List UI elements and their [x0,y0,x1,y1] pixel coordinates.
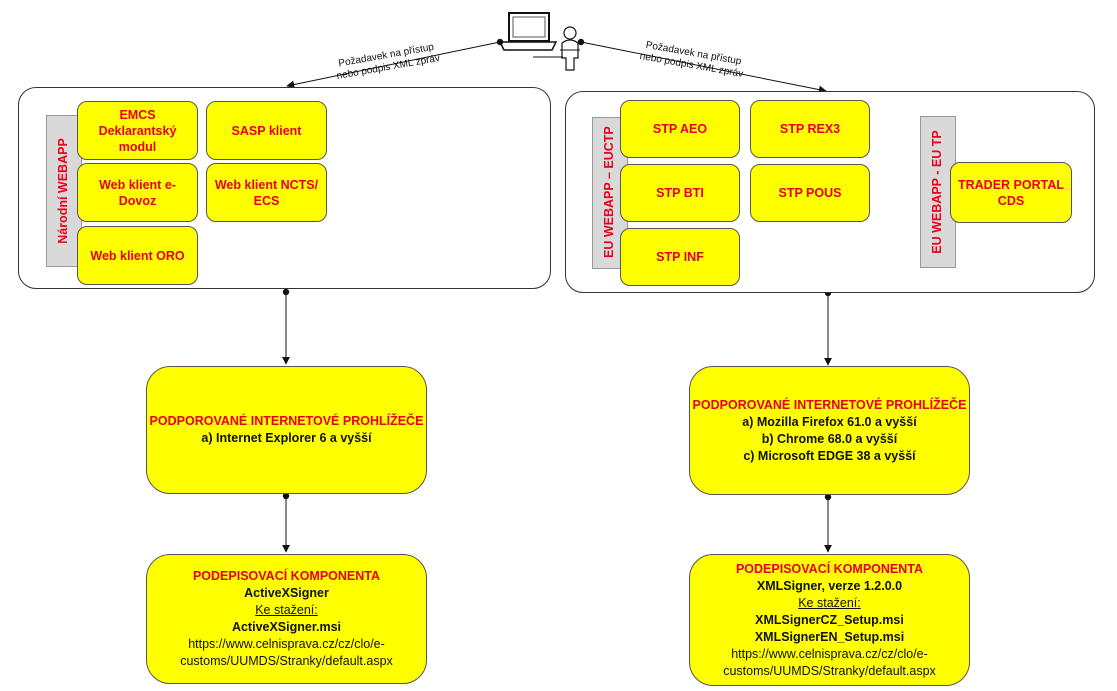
app-sasp-klient[interactable]: SASP klient [206,101,327,160]
app-stp-bti[interactable]: STP BTI [620,164,740,222]
browser-item: b) Chrome 68.0 a vyšší [761,431,898,446]
download-url-line[interactable]: customs/UUMDS/Stranky/default.aspx [180,654,393,668]
signer-name-left: ActiveXSigner [244,586,329,600]
download-label-left: Ke stažení: [255,603,318,617]
browsers-title-left: PODPOROVANÉ INTERNETOVÉ PROHLÍŽEČE [149,414,424,428]
request-arrow-left [286,41,501,89]
app-web-klient-oro[interactable]: Web klient ORO [77,226,198,285]
app-stp-inf[interactable]: STP INF [620,228,740,286]
browsers-title-right: PODPOROVANÉ INTERNETOVÉ PROHLÍŽEČE [692,397,967,412]
eutp-label: EU WEBAPP - EU TP [930,130,944,254]
browser-item: a) Internet Explorer 6 a vyšší [201,431,372,445]
download-file-link[interactable]: ActiveXSigner.msi [231,620,342,634]
download-url-line[interactable]: https://www.celnisprava.cz/cz/clo/e- [731,646,928,661]
user-icon [533,26,580,71]
national-webapp-label-bar [46,115,82,267]
signing-component-left: PODEPISOVACÍ KOMPONENTA ActiveXSigner Ke… [146,554,427,684]
signing-component-right: PODEPISOVACÍ KOMPONENTA XMLSigner, verze… [689,554,970,686]
euctp-label: EU WEBAPP – EUCTP [602,126,616,258]
app-web-klient-ncts-ecs[interactable]: Web klient NCTS/ ECS [206,163,327,222]
signer-title-left: PODEPISOVACÍ KOMPONENTA [192,569,381,583]
browser-item: a) Mozilla Firefox 61.0 a vyšší [742,414,917,429]
download-file-link[interactable]: XMLSignerCZ_Setup.msi [755,612,904,627]
download-url-line[interactable]: https://www.celnisprava.cz/cz/clo/e- [188,637,385,651]
app-trader-portal-cds[interactable]: TRADER PORTAL CDS [950,162,1072,223]
national-webapp-label: Národní WEBAPP [56,138,70,244]
supported-browsers-right: PODPOROVANÉ INTERNETOVÉ PROHLÍŽEČE a) Mo… [689,366,970,495]
signer-name-right: XMLSigner, verze 1.2.0.0 [756,578,903,593]
signer-title-right: PODEPISOVACÍ KOMPONENTA [735,561,924,576]
app-stp-rex3[interactable]: STP REX3 [750,100,870,158]
browser-item: c) Microsoft EDGE 38 a vyšší [743,448,916,463]
download-url-line[interactable]: customs/UUMDS/Stranky/default.aspx [723,663,936,678]
app-emcs-deklarantsky-modul[interactable]: EMCS Deklarantský modul [77,101,198,160]
request-arrow-right [580,41,827,94]
app-stp-aeo[interactable]: STP AEO [620,100,740,158]
download-file-link[interactable]: XMLSignerEN_Setup.msi [754,629,905,644]
app-stp-pous[interactable]: STP POUS [750,164,870,222]
app-web-klient-edovoz[interactable]: Web klient e- Dovoz [77,163,198,222]
computer-icon [498,12,558,51]
supported-browsers-left: PODPOROVANÉ INTERNETOVÉ PROHLÍŽEČE a) In… [146,366,427,494]
download-label-right: Ke stažení: [798,595,861,610]
